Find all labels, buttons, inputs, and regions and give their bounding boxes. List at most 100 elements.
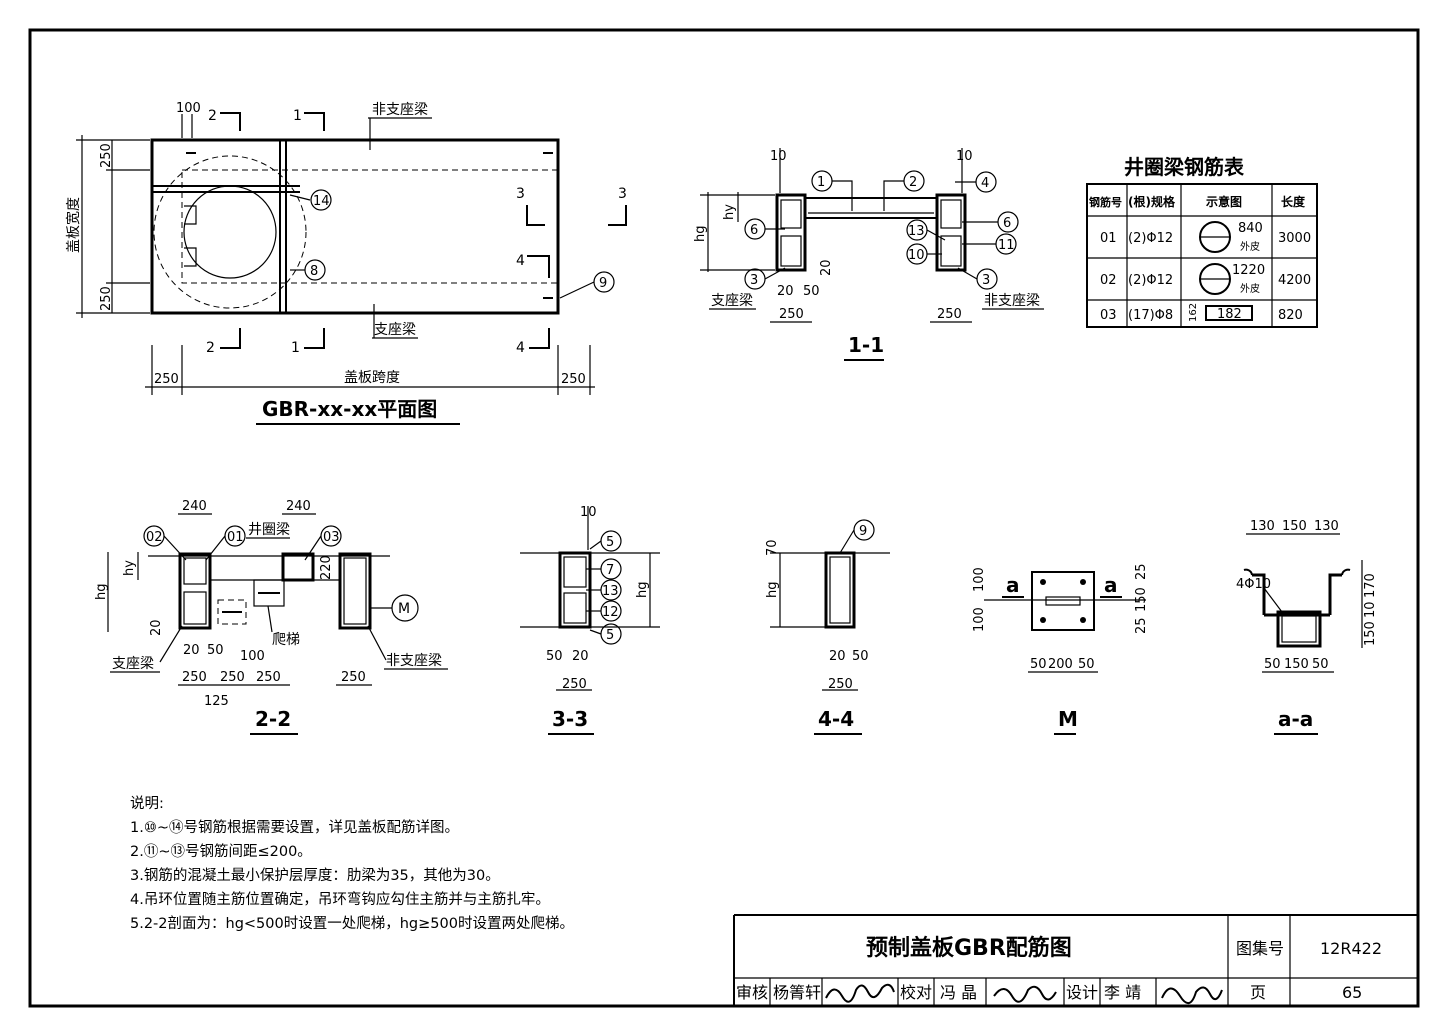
- plan-label-nonsupport: 非支座梁: [372, 102, 428, 118]
- rt-header-sketch: 示意图: [1205, 194, 1242, 209]
- s11-callout-10: 10: [906, 243, 942, 265]
- rt-row1-no: 01: [1100, 231, 1117, 246]
- s22-nonsupport-leader: [367, 625, 387, 661]
- m-bolt-3: [1040, 617, 1046, 623]
- s22-dim-250-a: 250: [182, 670, 207, 685]
- rt-row3-dim: 182: [1217, 307, 1242, 322]
- callout-8-circle: [304, 259, 326, 281]
- s11-c3l-text: 3: [750, 273, 758, 288]
- plan-width-label: 盖板宽度: [65, 197, 82, 253]
- aa-plate: [1276, 610, 1322, 648]
- s22-c02-leader: [163, 535, 187, 561]
- sec3-right-label: 3: [618, 186, 627, 202]
- s22-st-r: [343, 557, 367, 625]
- plan-dim-100: 100: [176, 101, 201, 116]
- s22-c01-leader: [205, 535, 226, 561]
- s11-callout-2: 2: [883, 170, 925, 211]
- rebar-table: 井圈梁钢筋表 钢筋号 (根)规格 示意图 长度 01 (2)Φ12 840 外皮…: [1086, 155, 1318, 328]
- lifting-ring-2: [184, 247, 197, 267]
- plan-dim-250-right: 250: [561, 372, 586, 387]
- m-plate: [1031, 571, 1095, 631]
- tb-checker: 冯 晶: [940, 983, 977, 1002]
- s22-support-label: 支座梁: [112, 656, 154, 672]
- s22-right-beam: [338, 552, 372, 630]
- s11-dim-10-right: 10: [956, 149, 973, 164]
- sheet-border: [28, 28, 1420, 1008]
- m-a-right: a: [1104, 573, 1118, 597]
- s33-hg: hg: [635, 582, 650, 599]
- m-dim-50-right: 50: [1078, 657, 1095, 672]
- rt-header-spec: (根)规格: [1128, 194, 1176, 209]
- rt-row1-dim: 840: [1238, 221, 1263, 236]
- s22-title: 2-2: [255, 707, 291, 731]
- s11-stirrup-l1: [780, 199, 802, 229]
- note-line-1: 1.⑩~⑭号钢筋根据需要设置，详见盖板配筋详图。: [130, 818, 459, 836]
- s22-dim-250-c: 250: [256, 670, 281, 685]
- sec1-top-label: 1: [293, 108, 302, 124]
- aa-bar-label: 4Φ10: [1236, 577, 1271, 592]
- s33-c13-text: 13: [602, 584, 619, 599]
- tb-reviewer: 杨箐轩: [773, 983, 821, 1002]
- s33-title: 3-3: [552, 707, 588, 731]
- tb-review-label: 审核: [736, 983, 768, 1002]
- s11-c2-leader: [883, 180, 904, 211]
- s22-ladder-label: 爬梯: [272, 632, 300, 648]
- aa-plate-inner: [1281, 615, 1317, 643]
- notes-heading: 说明:: [130, 795, 164, 812]
- s11-support-label: 支座梁: [711, 293, 753, 309]
- callout-14: 14: [289, 189, 332, 211]
- tb-reviewer-signature: [825, 983, 895, 1003]
- aa-dim-130-left: 130: [1250, 519, 1275, 534]
- callout-9-leader: [559, 281, 595, 299]
- s11-callout-11: 11: [962, 233, 1017, 255]
- s11-callout-4: 4: [955, 171, 997, 193]
- s22-ring-beam: [281, 552, 315, 582]
- plan-outline: [150, 138, 560, 315]
- s11-dim-20: 20: [819, 259, 834, 276]
- section-3-3: hg 10 5 7 13 12 5 50 20 250 3-3: [520, 505, 660, 735]
- s22-dim-20b: 20: [183, 643, 200, 658]
- s11-c1-text: 1: [817, 175, 825, 190]
- s22-c02-text: 02: [146, 530, 163, 545]
- s22-ladder-leader: [267, 605, 273, 633]
- s11-c4-text: 4: [981, 176, 989, 191]
- s22-dim-220: 220: [319, 555, 334, 580]
- aa-dim-50-right: 50: [1312, 657, 1329, 672]
- section-2-2: 240 240 02 01 井圈梁 03 hy hg 20 220 爬梯 M 支…: [94, 499, 448, 735]
- s11-stirrup-l2: [780, 235, 802, 267]
- rt-row2-len: 4200: [1278, 273, 1311, 288]
- s22-callout-03: 03: [304, 525, 342, 561]
- s44-title: 4-4: [818, 707, 854, 731]
- rt-row3-side: 162: [1188, 303, 1199, 322]
- s33-st-1: [563, 556, 587, 588]
- rt-row2-dim: 1220: [1232, 263, 1265, 278]
- rt-row3-no: 03: [1100, 308, 1117, 323]
- rt-header-no: 钢筋号: [1089, 195, 1122, 209]
- s11-c13-leader: [926, 229, 946, 241]
- tb-drawing-title: 预制盖板GBR配筋图: [866, 935, 1072, 961]
- s22-dim-100: 100: [240, 649, 265, 664]
- callout-9-text: 9: [599, 276, 607, 291]
- rt-row3-len: 820: [1278, 308, 1303, 323]
- rt-row2-no: 02: [1100, 273, 1117, 288]
- tb-check-label: 校对: [900, 983, 932, 1002]
- s33-callout-13: 13: [586, 579, 622, 601]
- s22-left-beam: [178, 552, 212, 630]
- callout-9: 9: [559, 271, 615, 299]
- sec3-left-mark: [526, 205, 545, 226]
- s22-dim-50: 50: [207, 643, 224, 658]
- aa-dim-130-right: 130: [1314, 519, 1339, 534]
- m-bolt-1: [1040, 579, 1046, 585]
- s11-callout-6-right: 6: [962, 211, 1019, 233]
- sec2-bottom-label: 2: [206, 340, 215, 356]
- s11-c6l-text: 6: [750, 223, 758, 238]
- s11-dim-50: 50: [803, 284, 820, 299]
- m-bolt-4: [1080, 617, 1086, 623]
- plan-span-label: 盖板跨度: [344, 370, 400, 386]
- s33-c5t-leader: [589, 540, 602, 550]
- s22-st-l1: [183, 557, 207, 585]
- rt-row1-note: 外皮: [1240, 240, 1260, 253]
- note-line-2: 2.⑪~⑬号钢筋间距≤200。: [130, 843, 312, 860]
- tb-designer: 李 靖: [1104, 983, 1141, 1002]
